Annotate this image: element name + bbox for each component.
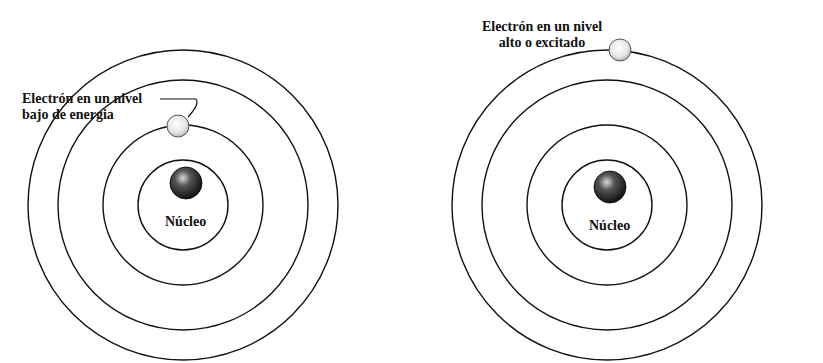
electron — [609, 39, 631, 61]
nucleus — [170, 167, 202, 199]
right-orbits — [452, 50, 762, 360]
leader-line — [160, 99, 197, 117]
electron-label: Electrón en un nivel alto o excitado — [474, 19, 610, 51]
nucleus — [594, 171, 626, 203]
nucleus-label: Núcleo — [589, 218, 630, 234]
nucleus-label: Núcleo — [165, 214, 206, 230]
electron — [167, 115, 189, 137]
electron-label: Electrón en un nivel bajo de energia — [22, 91, 158, 123]
